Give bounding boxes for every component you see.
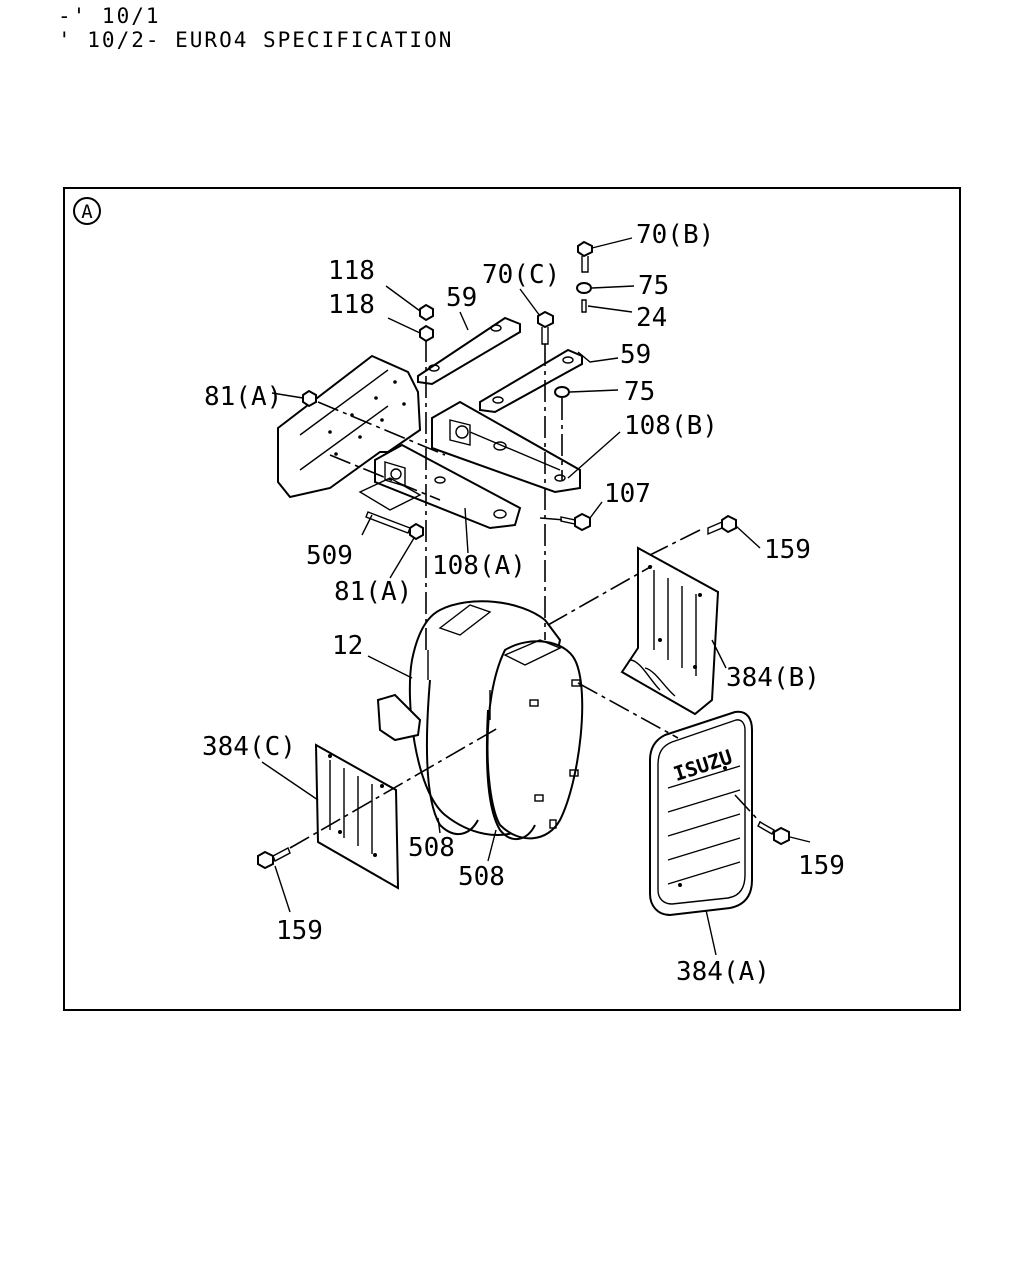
- callout-508-left: 508: [408, 833, 455, 863]
- fasteners: [257, 240, 790, 870]
- diagram-frame: [63, 187, 961, 1011]
- callout-59-mid: 59: [620, 340, 651, 370]
- callout-108a: 108(A): [432, 551, 526, 581]
- muffler-body: [376, 600, 584, 840]
- callout-75-mid: 75: [624, 377, 655, 407]
- alignment-lines: [289, 340, 761, 849]
- callout-384a: 384(A): [676, 957, 770, 987]
- callout-108b: 108(B): [624, 411, 718, 441]
- callout-384b: 384(B): [726, 663, 820, 693]
- callout-75-top: 75: [638, 271, 669, 301]
- callout-159-top-right: 159: [764, 535, 811, 565]
- callout-384c: 384(C): [202, 732, 296, 762]
- callout-81a-top: 81(A): [204, 382, 282, 412]
- callout-12: 12: [332, 631, 363, 661]
- view-marker: A: [73, 197, 101, 225]
- callout-24: 24: [636, 303, 667, 333]
- callout-59-top: 59: [446, 283, 477, 313]
- callout-159-right: 159: [798, 851, 845, 881]
- mounting-bracket: [358, 316, 583, 530]
- callout-508-right: 508: [458, 862, 505, 892]
- callout-70b: 70(B): [636, 220, 714, 250]
- header-range-line: -' 10/1: [58, 4, 161, 28]
- cover-384b: [620, 546, 720, 716]
- callout-labels: 70(B) 75 24 70(C) 118 118 59 59 75 81(A)…: [202, 220, 845, 987]
- callout-159-left: 159: [276, 916, 323, 946]
- callout-509: 509: [306, 541, 353, 571]
- callout-118-lower: 118: [328, 290, 375, 320]
- cover-384a: ISUZU: [649, 710, 753, 917]
- callout-70c: 70(C): [482, 260, 560, 290]
- callout-118-upper: 118: [328, 256, 375, 286]
- callout-81a-bottom: 81(A): [334, 577, 412, 607]
- callout-107: 107: [604, 479, 651, 509]
- cover-384c: [314, 743, 400, 890]
- header-spec-line: ' 10/2- EURO4 SPECIFICATION: [58, 28, 454, 52]
- leader-lines: [261, 237, 811, 956]
- view-marker-letter: A: [81, 201, 93, 223]
